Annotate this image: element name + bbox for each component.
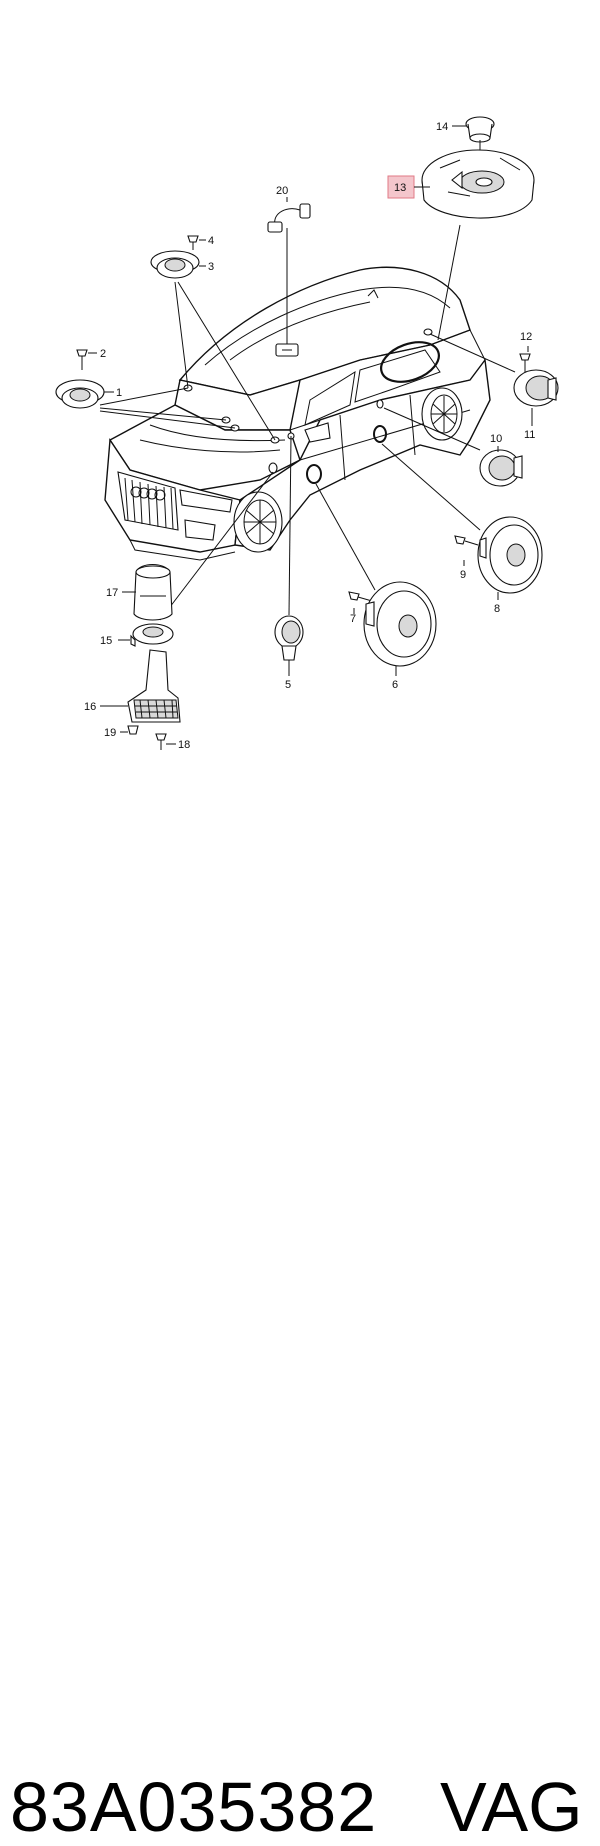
part-16-bracket bbox=[127, 649, 181, 723]
car-illustration bbox=[104, 266, 491, 561]
front-wheel bbox=[233, 491, 283, 553]
callout-16: 16 bbox=[84, 701, 96, 713]
speaker-location-markers bbox=[183, 328, 433, 484]
part-6-door-speaker bbox=[363, 581, 437, 667]
part-19-screw bbox=[127, 725, 139, 735]
callout-1: 1 bbox=[116, 387, 122, 399]
callout-17: 17 bbox=[106, 587, 118, 599]
part-20-antenna-cable bbox=[267, 197, 311, 233]
part-7-screw bbox=[348, 591, 373, 602]
part-number-text: 83A035382 bbox=[10, 1768, 378, 1846]
rear-speaker-location-ring bbox=[380, 341, 440, 383]
part-14-cap bbox=[465, 116, 495, 175]
callout-9: 9 bbox=[460, 569, 466, 581]
callout-2: 2 bbox=[100, 348, 106, 360]
audi-rings-logo bbox=[130, 486, 166, 501]
leader-lines bbox=[99, 224, 516, 621]
speaker-system-diagram: 1 2 3 4 5 6 7 8 9 10 11 12 13 14 15 16 1… bbox=[55, 116, 559, 751]
callout-18: 18 bbox=[178, 739, 190, 751]
part-13-subwoofer bbox=[421, 149, 535, 219]
callout-10: 10 bbox=[490, 433, 502, 445]
callout-labels: 1 2 3 4 5 6 7 8 9 10 11 12 13 14 15 16 1… bbox=[84, 121, 535, 751]
callout-14: 14 bbox=[436, 121, 448, 133]
part-18-screw bbox=[155, 733, 167, 750]
callout-20: 20 bbox=[276, 185, 288, 197]
part-17-housing bbox=[133, 563, 173, 621]
part-1-tweeter bbox=[55, 379, 105, 409]
part-5-center-speaker bbox=[274, 615, 304, 661]
callout-5: 5 bbox=[285, 679, 291, 691]
callout-12: 12 bbox=[520, 331, 532, 343]
rear-wheel bbox=[421, 387, 463, 441]
part-8-door-speaker bbox=[477, 516, 543, 594]
callout-6: 6 bbox=[392, 679, 398, 691]
callout-7: 7 bbox=[350, 613, 356, 625]
part-3-tweeter bbox=[150, 250, 200, 279]
part-9-screw bbox=[454, 535, 479, 546]
caption-footer: 83A035382 VAG bbox=[0, 880, 600, 1842]
callout-19: 19 bbox=[104, 727, 116, 739]
part-10-speaker bbox=[479, 449, 523, 487]
callout-13: 13 bbox=[394, 182, 406, 194]
part-15-speaker bbox=[130, 623, 174, 647]
callout-3: 3 bbox=[208, 261, 214, 273]
callout-11: 11 bbox=[524, 429, 535, 441]
part-12-screw bbox=[519, 353, 531, 372]
part-11-tweeter bbox=[513, 369, 559, 407]
callout-15: 15 bbox=[100, 635, 112, 647]
callout-8: 8 bbox=[494, 603, 500, 615]
callout-4: 4 bbox=[208, 235, 214, 247]
brand-text: VAG bbox=[440, 1768, 583, 1846]
part-2-screw bbox=[76, 349, 88, 370]
part-4-screw bbox=[187, 235, 199, 250]
